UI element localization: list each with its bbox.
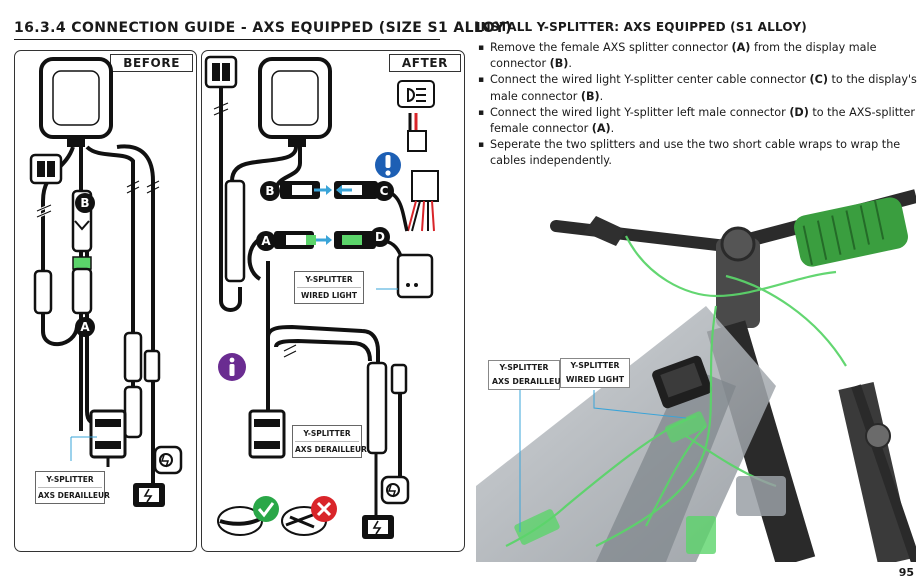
before-axs-label: Y-SPLITTER AXS DERAILLEUR: [35, 471, 110, 504]
after-tag: AFTER: [388, 54, 461, 72]
after-diagram: [204, 55, 439, 539]
page-title: 16.3.4 CONNECTION GUIDE - AXS EQUIPPED (…: [14, 20, 511, 40]
instruction-item: Connect the wired light Y-splitter cente…: [478, 72, 918, 104]
instruction-item: Connect the wired light Y-splitter left …: [478, 105, 918, 137]
light-connector-icon: [29, 153, 63, 185]
motor-icon: [380, 475, 410, 505]
battery-icon: [362, 515, 394, 539]
instruction-item: Seperate the two splitters and use the t…: [478, 137, 918, 169]
after-letter-d: D: [370, 227, 390, 247]
instruction-item: Remove the female AXS splitter connector…: [478, 40, 918, 72]
photo-axs-label: Y-SPLITTER AXS DERAILLEUR: [488, 360, 567, 390]
info-icon: [218, 353, 246, 381]
after-wired-light-label: Y-SPLITTER WIRED LIGHT: [294, 271, 364, 304]
before-letter-b: B: [75, 193, 95, 213]
before-tag: BEFORE: [110, 54, 193, 72]
instructions-title: INSTALL Y-SPLITTER: AXS EQUIPPED (S1 ALL…: [476, 20, 807, 34]
bike-frame-photo: Y-SPLITTER AXS DERAILLEUR Y-SPLITTER WIR…: [476, 186, 916, 562]
battery-icon: [133, 483, 165, 507]
before-diagram: [29, 57, 183, 507]
before-panel: BEFORE: [14, 50, 197, 552]
display-unit-icon: [39, 57, 113, 147]
bike-frame-illustration: [476, 186, 916, 562]
after-axs-label: Y-SPLITTER AXS DERAILLEUR: [292, 425, 367, 458]
photo-wired-label: Y-SPLITTER WIRED LIGHT: [560, 358, 630, 388]
light-icon: [397, 80, 435, 108]
exclamation-icon: [375, 152, 401, 178]
display-unit-icon: [258, 57, 332, 147]
after-letter-a: A: [256, 231, 276, 251]
after-letter-b: B: [260, 181, 280, 201]
cross-icon: [311, 496, 337, 522]
after-panel: AFTER: [201, 50, 465, 552]
after-letter-c: C: [374, 181, 394, 201]
page-number: 95: [898, 566, 914, 579]
before-letter-a: A: [75, 317, 95, 337]
check-icon: [253, 496, 279, 522]
instructions-list: Remove the female AXS splitter connector…: [478, 40, 918, 170]
motor-icon: [153, 445, 183, 475]
